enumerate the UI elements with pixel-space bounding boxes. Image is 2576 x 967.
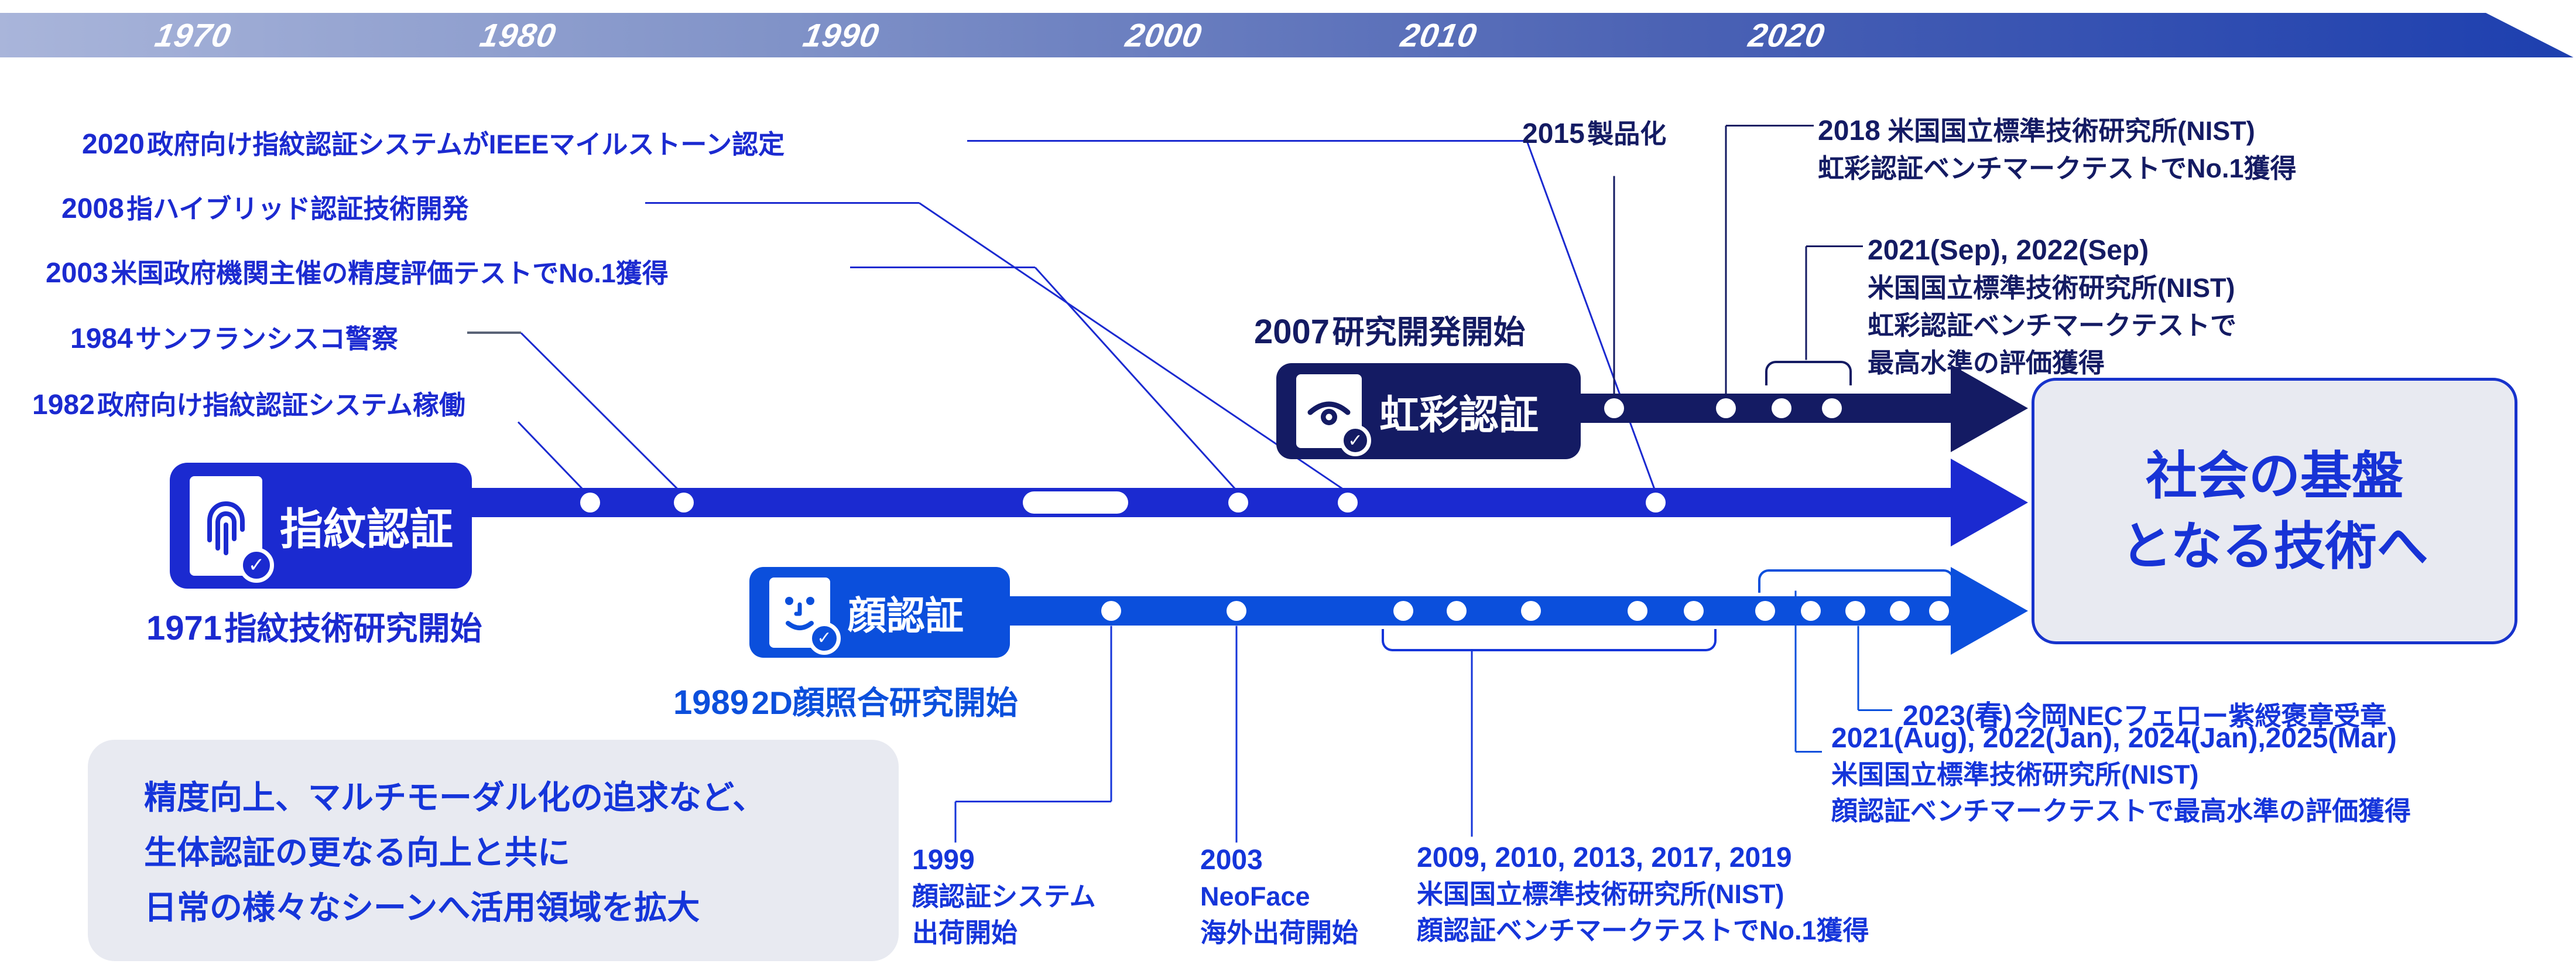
goal-box: 社会の基盤 となる技術へ (2032, 378, 2517, 644)
face-event-dot-2009 (1393, 601, 1413, 621)
connector-line (1471, 649, 1473, 836)
connector-line (850, 266, 1035, 268)
banner-year-1970: 1970 (152, 16, 234, 54)
goal-line-1: 社会の基盤 (2145, 446, 2403, 505)
face-badge: ✓ 顔認証 (749, 567, 1010, 658)
fp-2008-note: 2008 指ハイブリッド認証技術開発 (61, 193, 469, 224)
iris-2018-note: 2018 米国国立標準技術研究所(NIST) 虹彩認証ベンチマークテストでNo.… (1818, 115, 2297, 183)
iris-2015-note: 2015 製品化 (1522, 118, 1667, 149)
check-icon: ✓ (1340, 425, 1371, 456)
fingerprint-badge: ✓ 指紋認証 (170, 463, 472, 589)
fingerprint-event-dot-1982 (580, 493, 600, 512)
face-event-dot-2017 (1628, 601, 1647, 621)
face-event-dot-2022 (1801, 601, 1821, 621)
connector-line (1613, 176, 1615, 394)
fingerprint-event-dot-1984 (674, 493, 694, 512)
iris-badge-label: 虹彩認証 (1379, 392, 1539, 438)
face-2021-2025-bracket (1758, 569, 1954, 593)
banner-year-2000: 2000 (1123, 16, 1205, 54)
fp-1984-note: 1984 サンフランシスコ警察 (70, 323, 398, 354)
summary-box: 精度向上、マルチモーダル化の追求など、 生体認証の更なる向上と共に 日常の様々な… (88, 740, 899, 961)
face-timeline-bar (1007, 596, 1955, 626)
face-event-dot-2003 (1227, 601, 1246, 621)
face-2009-note: 2009, 2010, 2013, 2017, 2019 米国国立標準技術研究所… (1417, 842, 1869, 945)
iris-event-dot-2021 (1772, 398, 1791, 418)
iris-timeline-bar (1575, 394, 1955, 423)
connector-line (1805, 246, 1807, 360)
iris-eye-icon: ✓ (1296, 374, 1371, 456)
connector-line (645, 201, 919, 204)
face-1999-note: 1999 顔認証システム 出荷開始 (912, 845, 1096, 948)
iris-event-dot-2022 (1822, 398, 1842, 418)
banner-year-1980: 1980 (477, 16, 559, 54)
fingerprint-event-dot-2003 (1228, 493, 1248, 512)
connector-line (954, 801, 957, 842)
face-event-dot-2013 (1521, 601, 1541, 621)
face-event-dot-2021 (1755, 601, 1775, 621)
goal-line-2: となる技術へ (2121, 517, 2428, 575)
check-icon: ✓ (239, 547, 274, 583)
connector-line (467, 332, 521, 334)
connector-line (1235, 626, 1238, 842)
fingerprint-icon: ✓ (190, 476, 274, 583)
connector-line (967, 139, 1527, 142)
fingerprint-start-note: 1971 指紋技術研究開始 (146, 609, 482, 647)
connector-line (1726, 124, 1814, 127)
iris-event-dot-2018 (1716, 398, 1736, 418)
connector-line (1858, 709, 1892, 711)
face-event-dot-2024 (1890, 601, 1910, 621)
iris-arrowhead (1951, 364, 2028, 452)
timeline-gap-capsule (1023, 491, 1128, 514)
iris-event-dot-2015 (1604, 398, 1624, 418)
face-2003-note: 2003 NeoFace 海外出荷開始 (1200, 845, 1359, 948)
banner-year-1990: 1990 (800, 16, 882, 54)
face-badge-label: 顔認証 (848, 593, 964, 637)
fp-2003-note: 2003 米国政府機関主催の精度評価テストでNo.1獲得 (46, 258, 669, 289)
connector-line (1857, 626, 1859, 710)
face-arrowhead (1951, 567, 2028, 655)
face-start-note: 1989 2D顔照合研究開始 (673, 684, 1018, 722)
fingerprint-timeline-bar (468, 488, 1955, 517)
connector-line (1725, 125, 1727, 394)
summary-line: 精度向上、マルチモーダル化の追求など、 (144, 779, 766, 816)
connector-line (1806, 245, 1863, 247)
connector-line (1796, 750, 1822, 753)
connector-line (1110, 626, 1112, 801)
fp-2020-note: 2020 政府向け指紋認証システムがIEEEマイルストーン認定 (82, 129, 785, 160)
face-event-dot-2023 (1845, 601, 1865, 621)
face-event-dot-2019 (1684, 601, 1704, 621)
fp-1982-note: 1982 政府向け指紋認証システム稼働 (32, 389, 465, 421)
face-event-dot-2025 (1929, 601, 1949, 621)
face-event-dot-1999 (1101, 601, 1121, 621)
connector-line (520, 332, 685, 496)
face-2009-2019-bracket (1382, 629, 1717, 651)
fingerprint-event-dot-2020 (1646, 493, 1666, 512)
connector-line (517, 421, 591, 498)
summary-line: 生体認証の更なる向上と共に (144, 834, 570, 871)
iris-badge: ✓ 虹彩認証 (1276, 363, 1581, 459)
iris-start-note: 2007 研究開発開始 (1254, 313, 1526, 351)
face-event-dot-2010 (1447, 601, 1467, 621)
banner-year-2020: 2020 (1746, 16, 1828, 54)
face-icon: ✓ (769, 577, 841, 655)
iris-2021-note: 2021(Sep), 2022(Sep) 米国国立標準技術研究所(NIST) 虹… (1868, 235, 2237, 378)
face-2021-note: 2021(Aug), 2022(Jan), 2024(Jan),2025(Mar… (1831, 723, 2411, 826)
iris-2021-2022-bracket (1765, 361, 1852, 385)
connector-line (955, 800, 1111, 802)
summary-line: 日常の様々なシーンへ活用領域を拡大 (144, 889, 700, 926)
banner-year-2010: 2010 (1398, 16, 1480, 54)
check-icon: ✓ (808, 621, 841, 655)
decade-banner: 1970 1980 1990 2000 2010 2020 (0, 13, 2574, 57)
fingerprint-event-dot-2008 (1338, 493, 1358, 512)
fingerprint-arrowhead (1951, 459, 2028, 546)
fingerprint-badge-label: 指紋認証 (280, 505, 453, 553)
face-2023-note: 2023(春) 今岡NECフェロー紫綬褒章受章 (1903, 701, 2387, 732)
